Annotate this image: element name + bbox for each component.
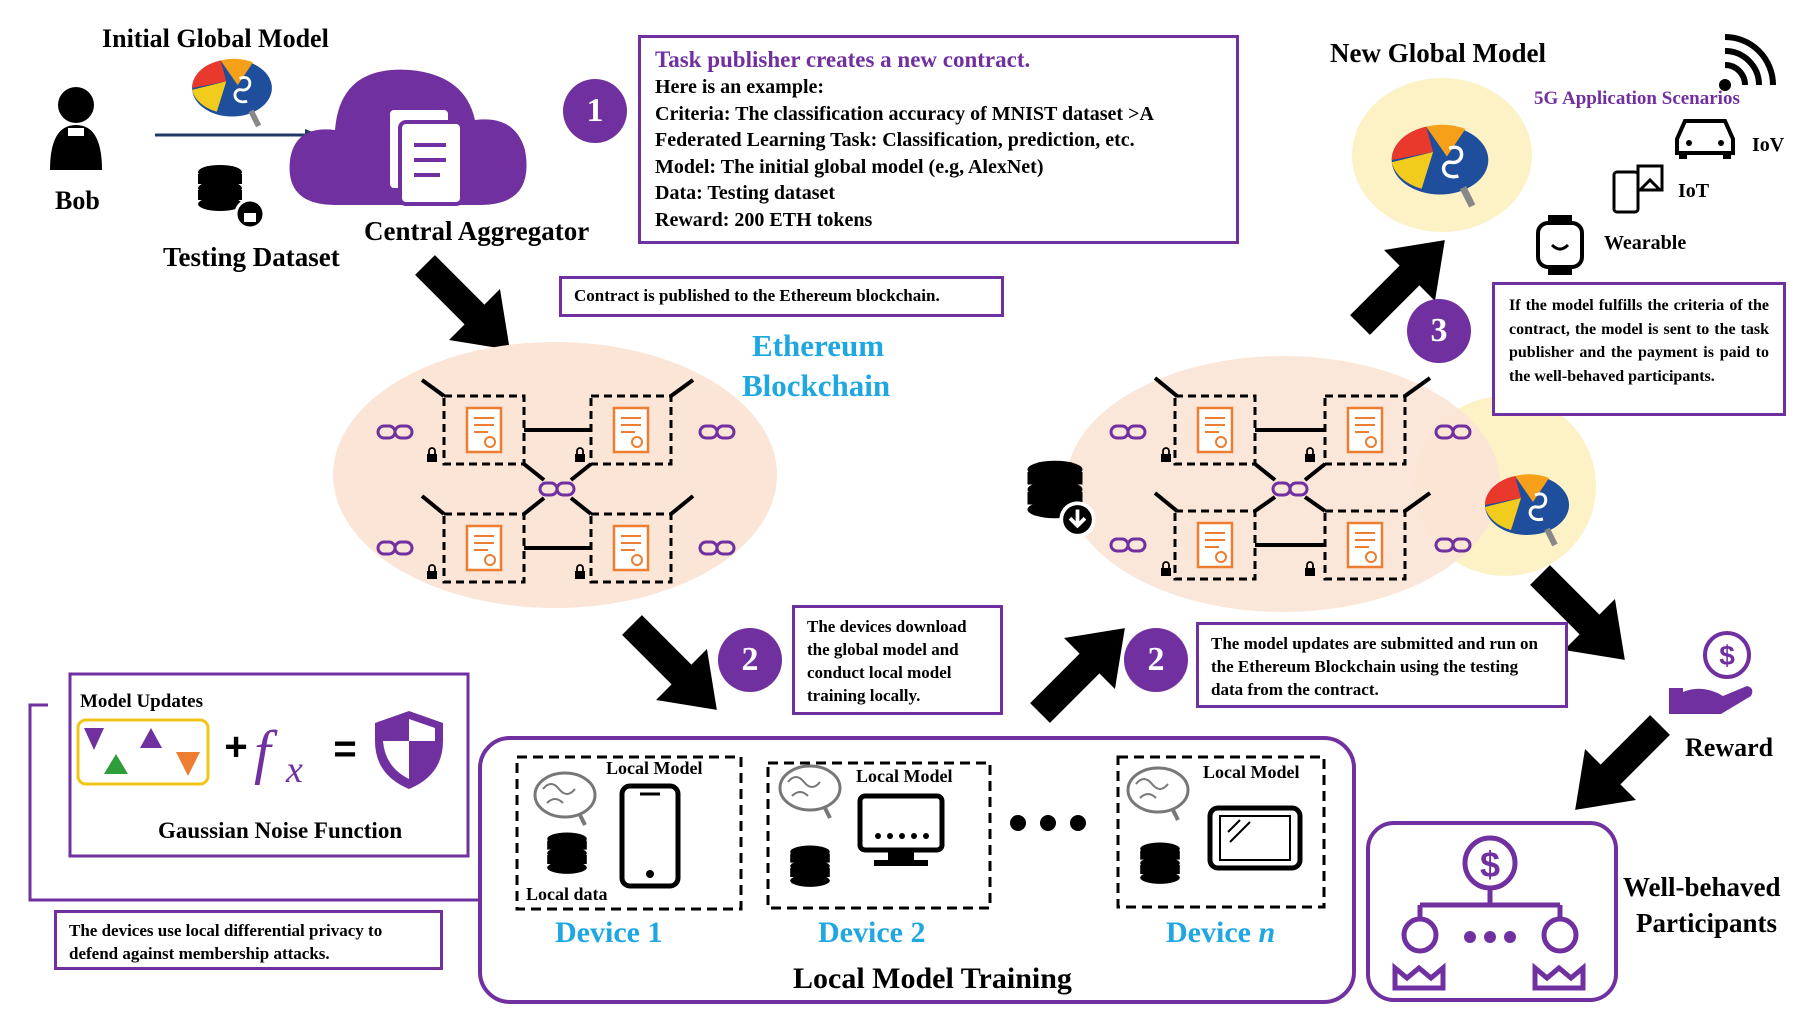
contract-box: Task publisher creates a new contract. H… [638,35,1239,244]
participants-box [1366,821,1618,1002]
participants-label-line2: Participants [1636,908,1777,938]
device-1-local-data-label: Local data [526,884,608,904]
new-global-model-label: New Global Model [1330,38,1546,68]
model-updates-label: Model Updates [80,691,203,712]
privacy-bracket [28,703,480,902]
initial-brain-icon [192,59,272,126]
plus-sign: + [224,725,247,769]
database-lock-icon [198,165,266,230]
reward-label: Reward [1685,733,1774,762]
cloud-icon [289,69,527,206]
hierarchy-dollar-icon: $ [1392,835,1586,991]
monitor-icon [857,793,945,866]
device-2-name: Device 2 [818,916,926,949]
device-2-frame [766,761,992,910]
device-2-database-icon [790,845,830,887]
money-hand-icon: $ [1669,631,1753,714]
contract-title: Task publisher creates a new contract. [655,47,1031,72]
device-n-database-icon [1140,842,1180,884]
testing-dataset-label: Testing Dataset [163,242,340,272]
svg-text:$: $ [1480,844,1500,885]
blockchain-label-line2: Blockchain [742,368,891,403]
local-training-label: Local Model Training [793,962,1072,995]
blockchain-right-network [1109,376,1472,579]
svg-text:$: $ [1719,640,1735,671]
phone-icon [619,783,681,889]
step-3-badge: 3 [1407,299,1471,363]
step-2a-badge: 2 [718,628,782,692]
step-2b-badge: 2 [1124,628,1188,692]
arrow-bob-to-cloud [155,129,320,141]
arrow-to-participants [1549,699,1686,836]
smartwatch-icon [1536,215,1584,275]
participants-label-line1: Well-behaved [1623,872,1781,902]
device-1-local-model-label: Local Model [606,758,703,778]
blockchain-left-ellipse [333,342,777,608]
contract-line: Model: The initial global model (e.g, Al… [655,155,1044,178]
criteria-note: If the model fulfills the criteria of th… [1492,282,1786,416]
car-icon [1675,119,1735,159]
person-icon [50,87,102,170]
shield-icon [375,711,443,789]
triangles-icon [84,728,200,776]
device-2-local-model-label: Local Model [856,766,953,786]
submit-note: The model updates are submitted and run … [1196,622,1568,708]
device-n-local-model-label: Local Model [1203,762,1300,782]
contract-line: Federated Learning Task: Classification,… [655,129,1135,151]
device-n-name-italic: n [1258,916,1276,949]
scenario-iov-label: IoV [1752,134,1785,156]
database-download-icon [1027,460,1096,538]
contract-line: Data: Testing dataset [655,182,836,204]
device-1-frame [515,755,743,911]
device-n-frame [1116,755,1326,909]
blockchain-left-network [376,378,736,582]
svg-text:x: x [285,749,303,791]
contract-line: Criteria: The classification accuracy of… [655,102,1154,125]
device-1-database-icon [547,832,587,874]
wifi-signal-icon [1719,34,1776,91]
document-icon [386,106,464,206]
tablet-icon [1207,805,1303,871]
privacy-note: The devices use local differential priva… [54,910,443,970]
device-n-name: Device n [1166,916,1275,950]
device-n-name-text: Device [1166,916,1259,949]
equals-sign: = [333,727,356,771]
scenario-iot-label: IoT [1678,180,1710,202]
contract-line: Here is an example: [655,76,825,98]
scenario-wearable-label: Wearable [1604,232,1687,254]
initial-model-label: Initial Global Model [102,24,329,53]
scenarios-title: 5G Application Scenarios [1534,88,1740,109]
blockchain-label-line1: Ethereum [752,328,885,363]
step-1-badge: 1 [563,79,627,143]
download-note: The devices download the global model an… [792,605,1003,715]
bob-label: Bob [55,186,100,215]
ellipsis-dots [1010,815,1086,831]
device-1-name: Device 1 [555,916,663,949]
published-note: Contract is published to the Ethereum bl… [559,276,1004,317]
contract-line: Reward: 200 ETH tokens [655,208,873,231]
gaussian-noise-label: Gaussian Noise Function [158,818,403,843]
iot-devices-icon [1612,164,1664,214]
central-aggregator-label: Central Aggregator [364,216,590,246]
